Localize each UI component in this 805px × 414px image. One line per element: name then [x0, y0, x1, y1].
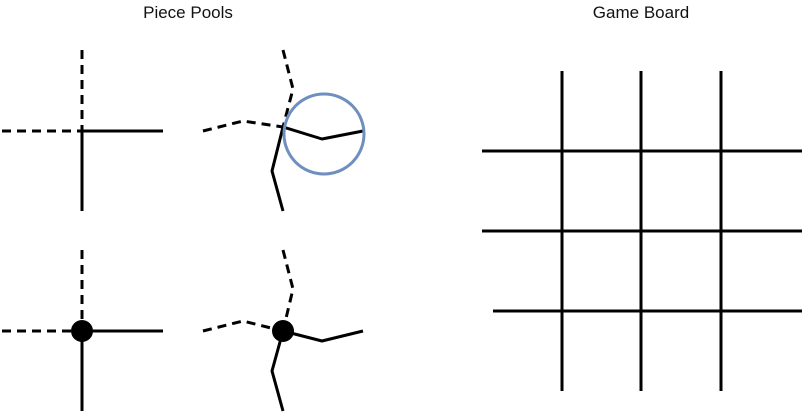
highlight-circle [282, 92, 366, 176]
piece-straight-node[interactable] [2, 250, 163, 411]
piece-pools-title: Piece Pools [143, 3, 233, 22]
game-board-title: Game Board [592, 3, 690, 22]
piece-warped-node-solid-down [270, 330, 285, 412]
piece-warped-node-dashed-up [281, 249, 295, 332]
piece-warped-node-solid-right [282, 329, 364, 343]
piece-warped-node[interactable] [202, 249, 364, 412]
piece-warped-open-solid-down [270, 126, 285, 212]
piece-warped-open-solid-right [282, 125, 364, 141]
game-board-grid[interactable] [482, 71, 802, 391]
piece-straight-open[interactable] [2, 50, 163, 211]
piece-straight-node-dot [71, 320, 93, 342]
piece-warped-open-dashed-left [202, 119, 284, 133]
piece-warped-open[interactable] [202, 49, 366, 212]
piece-warped-node-dashed-left [202, 319, 284, 333]
piece-warped-open-dashed-up [281, 49, 295, 128]
piece-warped-node-dot [272, 320, 294, 342]
